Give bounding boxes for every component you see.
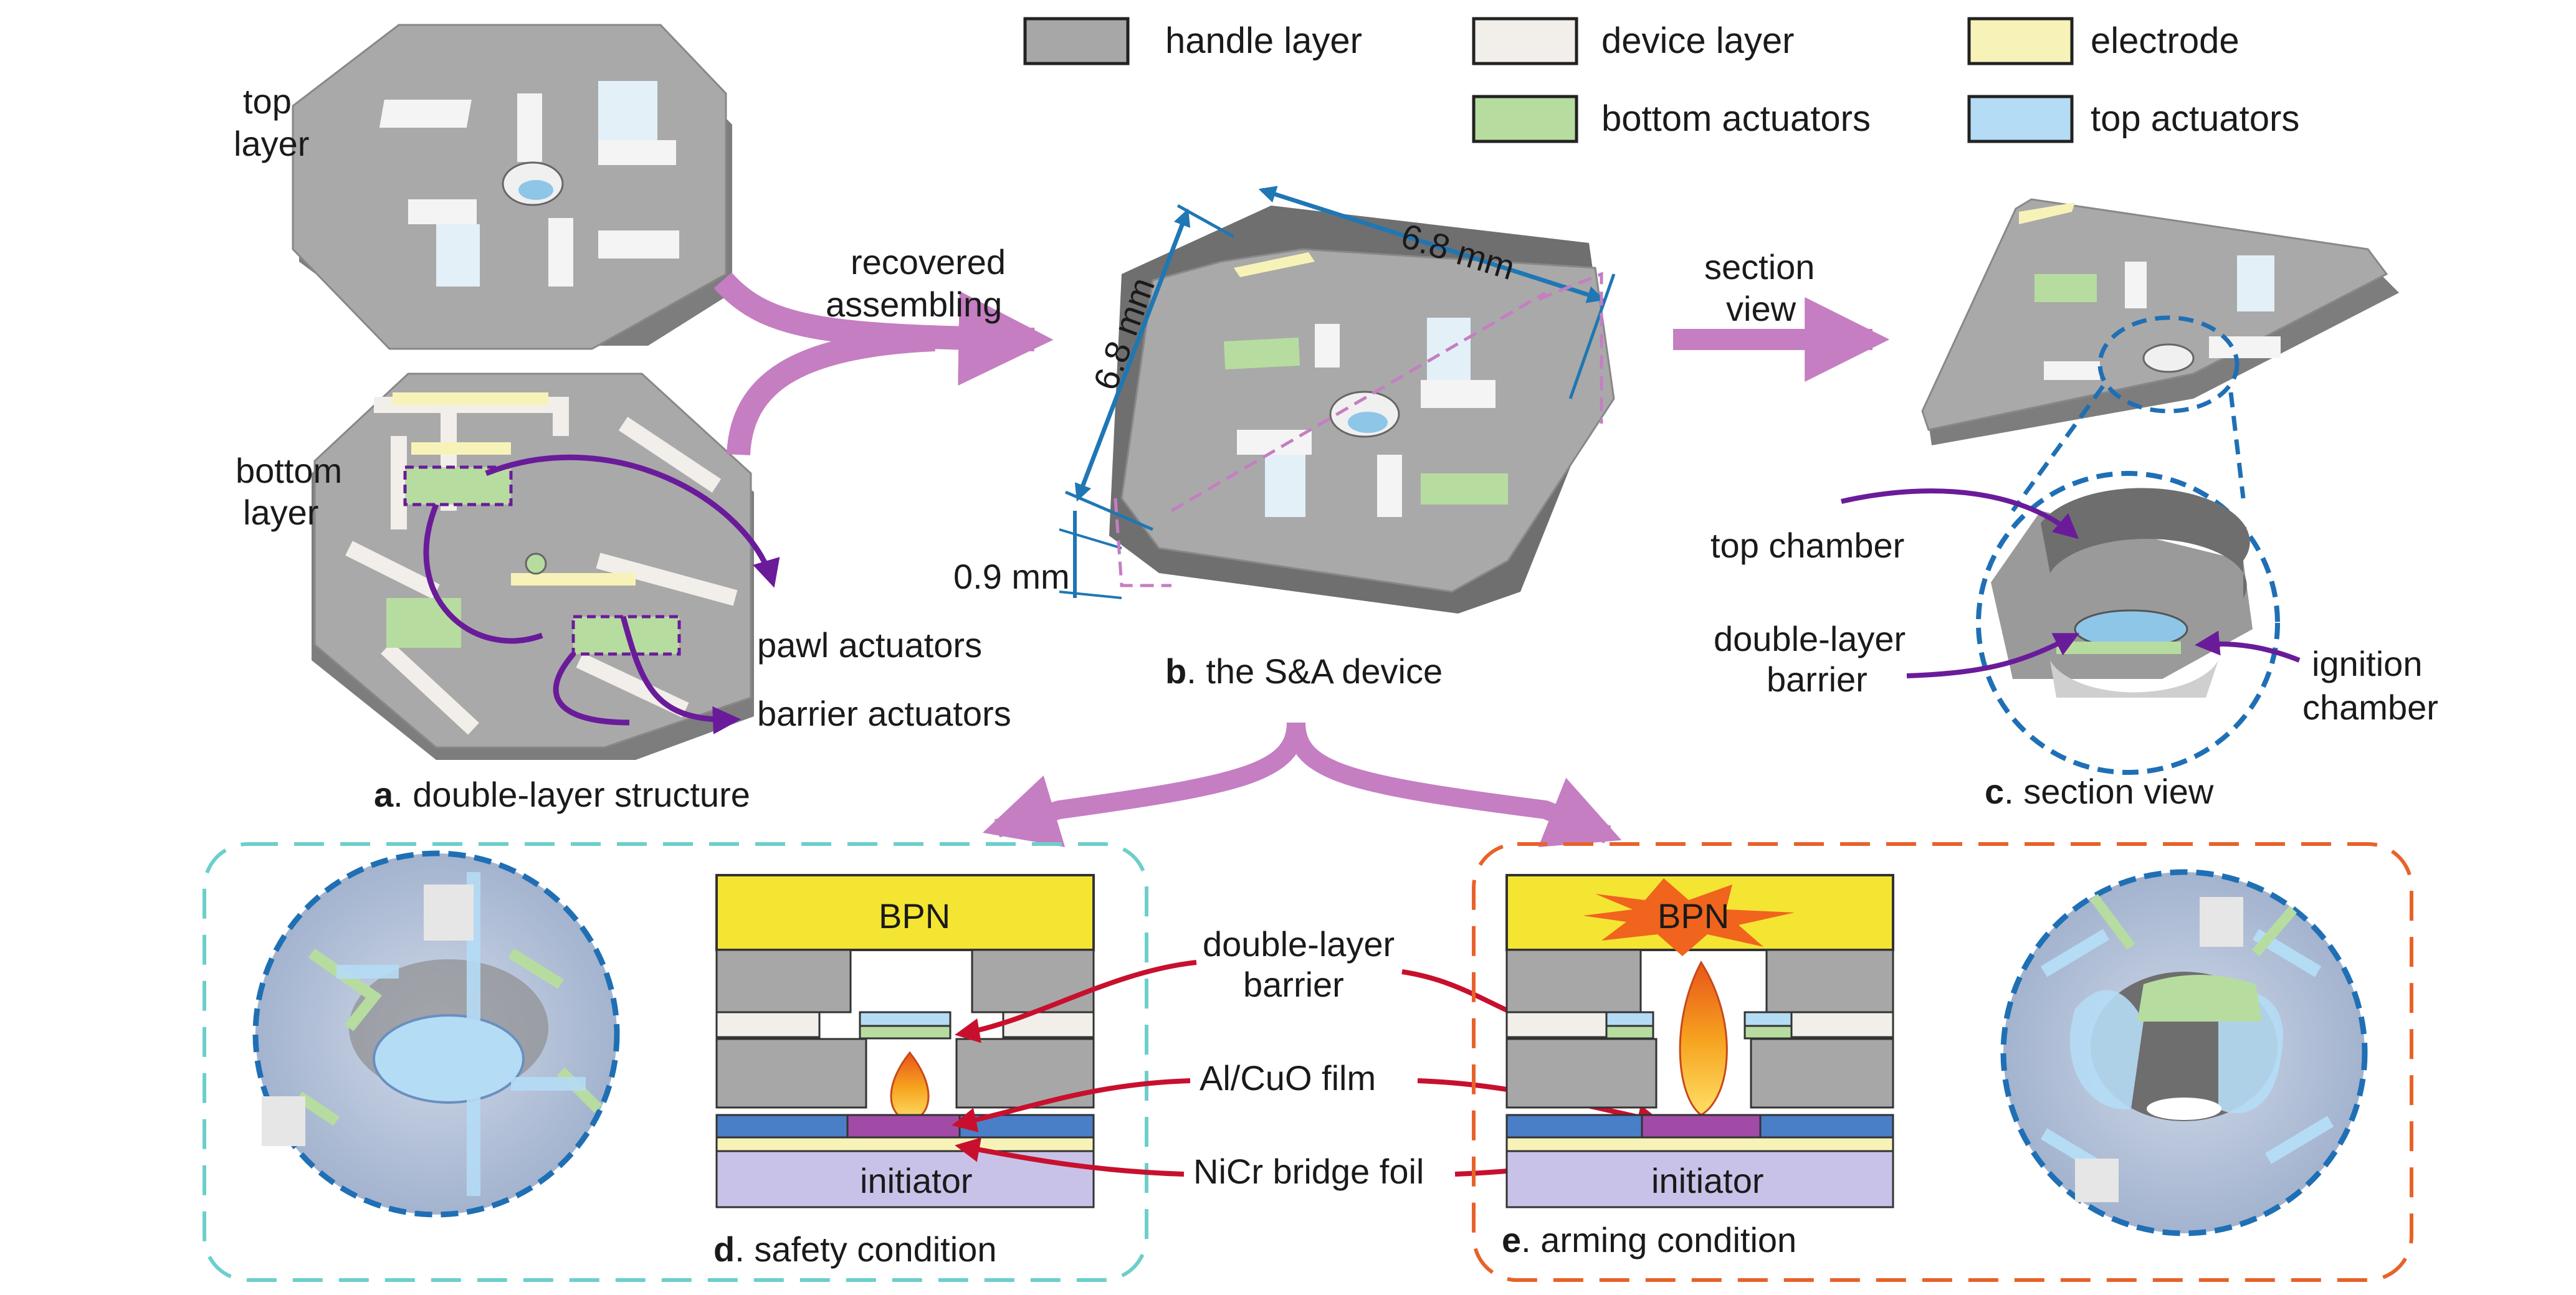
initiator-label: initiator bbox=[1651, 1161, 1764, 1200]
view-label: view bbox=[1726, 289, 1796, 328]
caption-c: c. section view bbox=[1985, 772, 2214, 811]
dim-height-line bbox=[1074, 208, 1191, 502]
caption-c-text: . section view bbox=[2004, 772, 2214, 811]
caption-e-text: . arming condition bbox=[1521, 1220, 1796, 1259]
legend-item-top-actuators: top actuators bbox=[1967, 95, 2299, 143]
flame-large bbox=[1679, 961, 1728, 1116]
legend-swatch bbox=[1472, 17, 1578, 65]
caption-d-text: . safety condition bbox=[735, 1230, 996, 1269]
legend-label: top actuators bbox=[2091, 98, 2299, 139]
bottom-layer-plate bbox=[312, 372, 754, 760]
legend-label: device layer bbox=[1601, 21, 1794, 61]
initiator-label: initiator bbox=[860, 1161, 973, 1200]
legend-item-electrode: electrode bbox=[1967, 17, 2240, 65]
center-barrier-label-1: double-layer bbox=[1203, 924, 1395, 964]
legend-item-bottom-actuators: bottom actuators bbox=[1472, 95, 1871, 143]
center-film-label: Al/CuO film bbox=[1200, 1058, 1376, 1098]
c-barrier-label-2: barrier bbox=[1767, 660, 1868, 699]
dim-thick-label: 0.9 mm bbox=[953, 557, 1070, 596]
panel-d-frame bbox=[203, 842, 1148, 1282]
bottom-layer-label-1: bottom bbox=[236, 451, 342, 490]
center-barrier-label-2: barrier bbox=[1243, 965, 1344, 1004]
caption-a-text: . double-layer structure bbox=[393, 775, 750, 814]
caption-d: d. safety condition bbox=[713, 1230, 996, 1269]
legend-swatch bbox=[1023, 17, 1130, 65]
arrow-recovered-assembling: recovered assembling bbox=[713, 242, 1054, 456]
barrier-arrow bbox=[620, 615, 741, 734]
ignition-label-1: ignition bbox=[2312, 644, 2422, 683]
pawl-actuators-label: pawl actuators bbox=[757, 625, 982, 665]
legend-label: bottom actuators bbox=[1601, 98, 1871, 139]
center-labels: double-layer barrier Al/CuO film NiCr br… bbox=[952, 924, 1662, 1191]
c-barrier-label-1: double-layer bbox=[1714, 619, 1906, 658]
dim-width-line bbox=[1258, 186, 1605, 303]
safety-zoom-circle bbox=[252, 850, 620, 1218]
bpn-label: BPN bbox=[1658, 896, 1729, 936]
flame-small bbox=[890, 1051, 930, 1122]
legend: handle layer device layer electrode bott… bbox=[1023, 17, 2299, 143]
arrow-split bbox=[983, 722, 1622, 848]
recovered-label: recovered bbox=[851, 242, 1006, 282]
caption-e: e. arming condition bbox=[1502, 1220, 1796, 1259]
ignition-label-2: chamber bbox=[2302, 688, 2438, 727]
top-layer-label-2: layer bbox=[234, 124, 309, 163]
zoom-source-circle bbox=[2097, 315, 2240, 414]
legend-swatch bbox=[1967, 17, 2074, 65]
bottom-layer-label-2: layer bbox=[243, 493, 318, 532]
caption-d-letter: d bbox=[713, 1230, 735, 1269]
arrow-section-view: section view bbox=[1673, 247, 1890, 382]
panel-c: top chamber double-layer barrier ignitio… bbox=[1710, 198, 2438, 811]
caption-e-letter: e bbox=[1502, 1220, 1521, 1259]
legend-swatch bbox=[1967, 95, 2074, 143]
arming-zoom-circle bbox=[2000, 869, 2368, 1236]
initiator-layer bbox=[1505, 1150, 1894, 1208]
center-bridge-label: NiCr bridge foil bbox=[1193, 1152, 1424, 1191]
bpn-layer bbox=[715, 874, 1095, 951]
explosion-burst bbox=[1583, 878, 1795, 956]
caption-b-text: . the S&A device bbox=[1186, 652, 1443, 691]
top-chamber-label: top chamber bbox=[1710, 526, 1904, 565]
panel-e-frame bbox=[1472, 842, 2413, 1282]
arming-cross-section: BPN initiator bbox=[1505, 874, 1894, 1208]
section-plane-line bbox=[1170, 291, 1547, 513]
panel-a: top layer bottom layer pawl actuators ba… bbox=[234, 24, 1011, 814]
legend-item-device: device layer bbox=[1472, 17, 1794, 65]
top-layer-label-1: top bbox=[243, 82, 292, 121]
legend-label: handle layer bbox=[1165, 21, 1362, 61]
legend-item-handle: handle layer bbox=[1023, 17, 1362, 65]
caption-c-letter: c bbox=[1985, 772, 2004, 811]
panel-d: BPN initiator d. safety condition bbox=[203, 842, 1148, 1282]
caption-b-letter: b bbox=[1165, 652, 1186, 691]
section-label: section bbox=[1704, 247, 1815, 287]
pawl-arrow bbox=[485, 454, 780, 588]
barrier-actuators-label: barrier actuators bbox=[757, 694, 1011, 733]
panel-e: BPN initiator bbox=[1472, 842, 2413, 1282]
zoomed-chamber bbox=[1976, 471, 2280, 775]
caption-a-letter: a bbox=[374, 775, 394, 814]
caption-a: a. double-layer structure bbox=[374, 775, 750, 814]
assembling-label: assembling bbox=[826, 285, 1002, 324]
bpn-label: BPN bbox=[879, 896, 950, 936]
caption-b: b. the S&A device bbox=[1165, 652, 1443, 691]
legend-swatch bbox=[1472, 95, 1578, 143]
panel-b: 6.8 mm 6.8 mm 0.9 mm b. the S&A device bbox=[953, 186, 1616, 691]
legend-label: electrode bbox=[2091, 21, 2240, 61]
top-layer-plate bbox=[292, 24, 732, 350]
